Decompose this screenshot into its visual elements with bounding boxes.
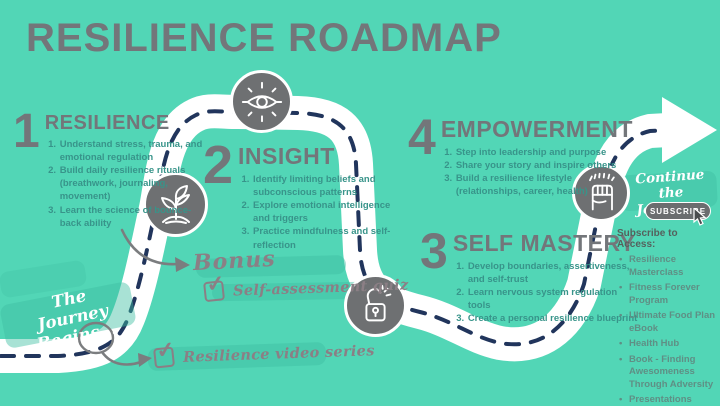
empowerment-stop	[572, 164, 630, 222]
raised-fist-icon	[589, 172, 615, 211]
list-item: Ultimate Food Plan eBook	[617, 310, 718, 335]
list-item: Health Hub	[617, 338, 718, 351]
section-insight: 2 INSIGHT Identify limiting beliefs and …	[203, 135, 390, 252]
page-title: RESILIENCE ROADMAP	[26, 16, 502, 60]
list-item: Fitness Forever Program	[617, 282, 718, 307]
self-mastery-stop	[344, 274, 407, 337]
section-heading: EMPOWERMENT	[440, 116, 633, 142]
section-resilience: 1 RESILIENCE Understand stress, trauma, …	[13, 105, 202, 230]
subscribe-access-list: Resilience MasterclassFitness Forever Pr…	[617, 254, 718, 406]
section-heading: SELF MASTERY	[452, 230, 636, 256]
road-arrowhead	[662, 97, 717, 163]
section-number: 2	[203, 135, 234, 195]
cursor-pointer-icon	[693, 208, 707, 226]
list-item: Book - Finding Awesomeness Through Adver…	[617, 354, 718, 392]
section-list: Understand stress, trauma, and emotional…	[45, 138, 209, 230]
list-item: Learn the science of bounce-back ability	[59, 204, 209, 230]
list-item: Share your story and inspire others	[455, 159, 633, 172]
section-number: 3	[420, 223, 448, 279]
section-number: 1	[13, 105, 40, 158]
resilience-stop	[143, 172, 208, 237]
list-item: Explore emotional intelligence and trigg…	[252, 199, 394, 225]
circle-doodle	[77, 321, 115, 355]
list-item: Practice mindfulness and self-reflection	[252, 225, 394, 251]
list-item: Step into leadership and purpose	[455, 146, 633, 159]
subscribe-access-heading: Subscribe to Access:	[617, 228, 678, 250]
list-item: Presentations	[617, 394, 718, 406]
checkbox-icon: ✓	[153, 336, 176, 369]
section-list: Identify limiting beliefs and subconscio…	[238, 173, 394, 252]
section-heading: INSIGHT	[238, 143, 335, 169]
section-list: Develop boundaries, assertiveness, and s…	[453, 260, 639, 326]
section-heading: RESILIENCE	[44, 112, 170, 134]
eye-icon	[241, 81, 282, 122]
section-self-mastery: 3 SELF MASTERY Develop boundaries, asser…	[420, 223, 637, 326]
open-padlock-icon	[364, 284, 391, 321]
seedling-icon	[160, 184, 190, 224]
checkmark-icon: ✓	[205, 270, 226, 297]
list-item: Understand stress, trauma, and emotional…	[59, 138, 209, 164]
list-item: Build daily resilience rituals (breathwo…	[59, 164, 209, 203]
list-item: Learn nervous system regulation tools	[467, 286, 639, 312]
subscribe-access-panel: Subscribe to Access: Resilience Mastercl…	[617, 228, 718, 406]
insight-stop	[230, 70, 293, 133]
checkmark-icon: ✓	[155, 336, 176, 364]
list-item: Create a personal resilience blueprint	[467, 312, 639, 325]
arrow-to-video-series	[138, 353, 152, 367]
section-number: 4	[408, 109, 436, 165]
section-list: Step into leadership and purposeShare yo…	[441, 146, 633, 198]
list-item: Build a resilience lifestyle (relationsh…	[455, 172, 633, 198]
arrow-to-bonus	[175, 257, 190, 272]
list-item: Resilience Masterclass	[617, 254, 718, 279]
list-item: Identify limiting beliefs and subconscio…	[252, 173, 394, 199]
list-item: Develop boundaries, assertiveness, and s…	[467, 260, 639, 286]
section-empowerment: 4 EMPOWERMENT Step into leadership and p…	[408, 109, 632, 198]
checkbox-icon: ✓	[203, 270, 226, 303]
